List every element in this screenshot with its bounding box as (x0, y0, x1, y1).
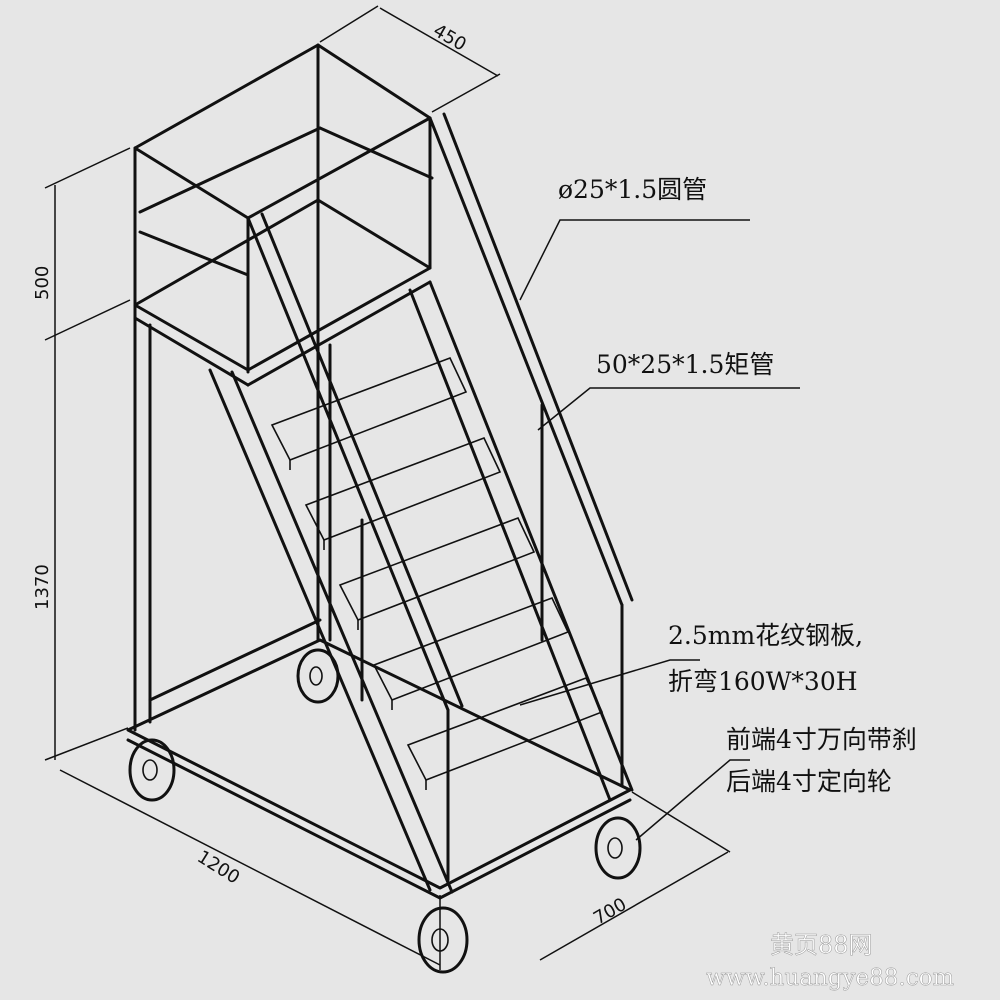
dimension-lines (44, 5, 731, 970)
caster-front-left (417, 906, 469, 974)
dim-platform-height: 1370 (32, 564, 53, 610)
leader-lines (519, 219, 800, 841)
platform-deck (133, 198, 432, 387)
handrails (246, 112, 634, 882)
dim-rail-height: 500 (32, 266, 53, 300)
watermark-url: www.huangye88.com (706, 965, 954, 991)
stair-stringers (208, 280, 634, 894)
caster-rear-right (296, 648, 340, 704)
label-rect-tube: 50*25*1.5矩管 (596, 350, 774, 379)
caster-front-right (594, 816, 642, 880)
label-casters-1: 前端4寸万向带刹 (726, 725, 917, 754)
label-checker-plate-1: 2.5mm花纹钢板, (668, 621, 863, 650)
dim-top-width: 450 (430, 20, 470, 55)
stair-treads (270, 356, 604, 790)
watermark-name: 黄页88网 (770, 931, 873, 959)
rear-frame (126, 198, 632, 900)
label-round-tube: ø25*1.5圆管 (558, 175, 707, 204)
label-checker-plate-2: 折弯160W*30H (668, 667, 858, 696)
label-casters-2: 后端4寸定向轮 (726, 767, 892, 796)
caster-rear-left (128, 738, 176, 802)
dim-length: 1200 (193, 846, 243, 888)
dim-width: 700 (590, 894, 630, 929)
caster-wheels (128, 648, 642, 974)
platform-guardrail (133, 43, 434, 374)
